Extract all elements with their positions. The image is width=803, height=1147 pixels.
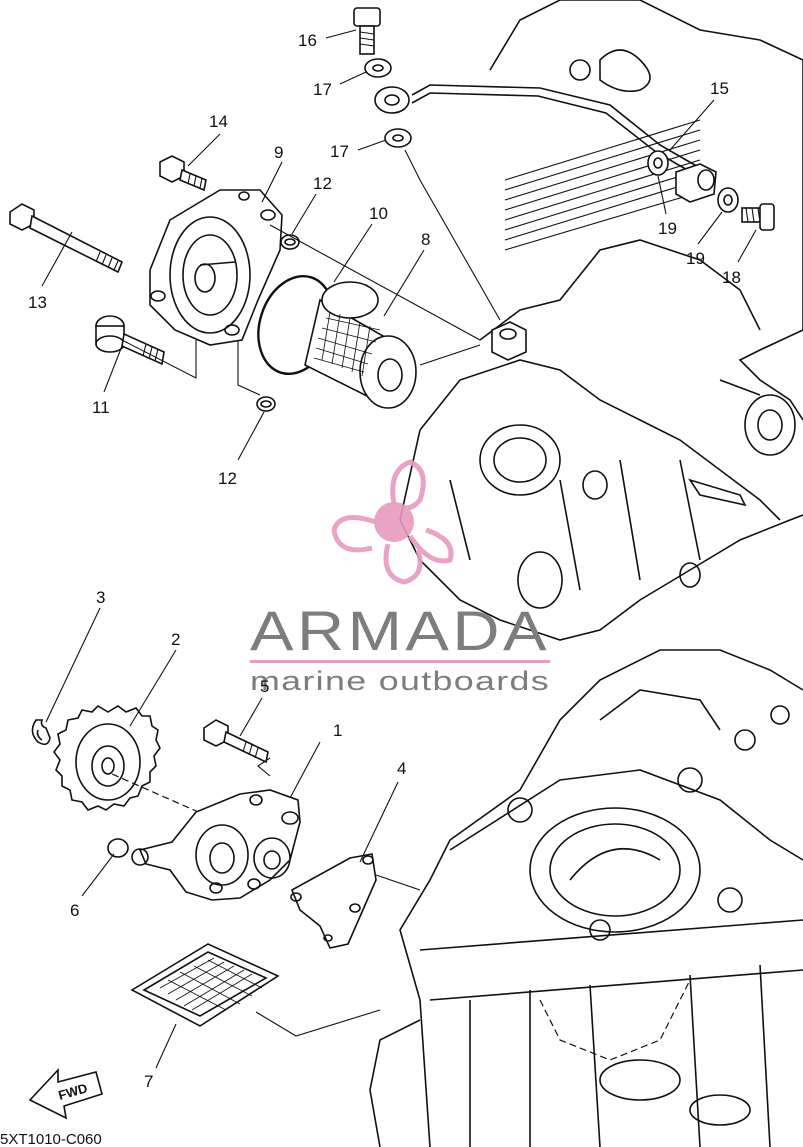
callout-11: 11 [92, 398, 110, 417]
callout-14: 14 [209, 112, 228, 131]
oil-pump-gear-2 [53, 704, 161, 811]
callout-19-a: 19 [658, 219, 677, 238]
banjo-fitting [374, 86, 410, 114]
bolt-13 [9, 203, 124, 274]
callout-1: 1 [333, 721, 342, 740]
callout-6: 6 [70, 901, 79, 920]
union-bolt-18 [741, 203, 775, 231]
callout-9: 9 [274, 143, 283, 162]
bolt-14 [159, 155, 207, 192]
gasket-4 [290, 853, 377, 949]
callout-16: 16 [298, 31, 317, 50]
dowel-pin-6 [107, 838, 129, 858]
crankcase-lower [369, 649, 803, 1147]
oil-strainer-7 [130, 943, 280, 1027]
callout-3: 3 [96, 588, 105, 607]
watermark-logo [331, 459, 454, 585]
callout-7: 7 [144, 1072, 153, 1091]
watermark-tagline: marine outboards [250, 666, 550, 696]
union-bolt-16 [353, 7, 381, 55]
callouts: 1 2 3 4 5 6 7 8 9 10 11 12 12 13 14 15 1 [28, 29, 757, 1091]
oil-pump-assembly-1 [131, 789, 301, 901]
oil-filter-cover [149, 189, 283, 346]
crankcase-upper [399, 0, 803, 641]
callout-8: 8 [421, 230, 430, 249]
callout-18: 18 [722, 268, 741, 287]
callout-2: 2 [171, 630, 180, 649]
forward-arrow: FWD [28, 1067, 103, 1120]
pipe-end-fitting [675, 163, 717, 203]
callout-12-lower: 12 [218, 469, 237, 488]
callout-15: 15 [710, 79, 729, 98]
callout-19-b: 19 [686, 249, 705, 268]
callout-4: 4 [397, 759, 406, 778]
callout-13: 13 [28, 293, 47, 312]
watermark-brand: ARMADA [250, 599, 550, 662]
bolt-5 [203, 719, 269, 764]
callout-17-lower: 17 [330, 142, 349, 161]
oil-filter-element [304, 281, 417, 409]
gasket-19-b [717, 187, 739, 213]
gasket-17-upper [364, 58, 392, 78]
gasket-17-lower [384, 128, 412, 148]
o-ring-12-lower [256, 396, 276, 412]
gasket-19-a [647, 150, 669, 176]
callout-12-upper: 12 [313, 174, 332, 193]
circlip-3 [31, 719, 51, 746]
drawing-code: 5XT1010-C060 [0, 1131, 102, 1147]
o-ring-12-upper [280, 234, 300, 250]
watermark-underline [250, 660, 550, 663]
callout-17-upper: 17 [313, 80, 332, 99]
callout-5: 5 [260, 677, 269, 696]
callout-10: 10 [369, 204, 388, 223]
